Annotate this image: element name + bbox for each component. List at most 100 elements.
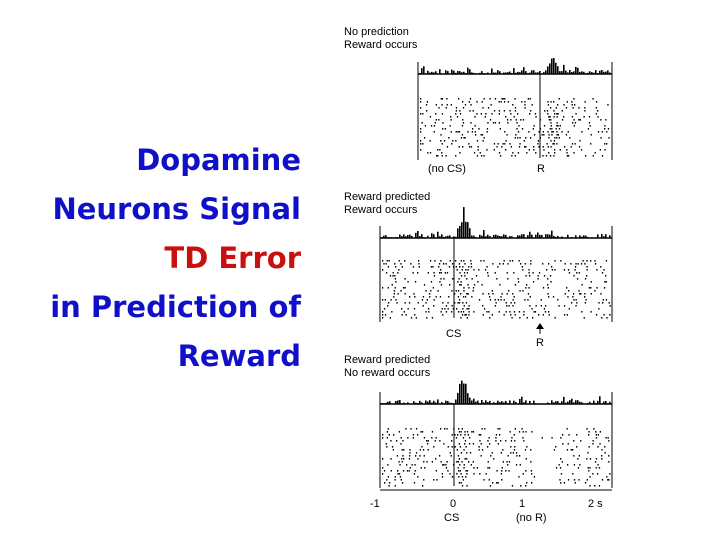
spike-dot — [470, 146, 473, 148]
spike-dot — [382, 437, 384, 439]
spike-dot — [385, 272, 388, 274]
spike-dot — [538, 131, 540, 133]
spike-dot — [506, 305, 508, 307]
spike-dot — [455, 266, 457, 268]
spike-dot — [530, 137, 532, 139]
spike-dot — [443, 140, 446, 142]
spike-dot — [476, 101, 478, 103]
spike-dot — [397, 470, 399, 472]
spike-dot — [585, 299, 587, 301]
spike-dot — [383, 470, 386, 472]
spike-dot — [392, 449, 394, 451]
spike-dot — [607, 104, 609, 106]
spike-dot — [592, 473, 594, 475]
spike-dot — [561, 119, 564, 121]
spike-dot — [478, 434, 480, 436]
spike-dot — [566, 428, 568, 430]
spike-dot — [464, 296, 467, 298]
spike-dot — [388, 260, 390, 262]
spike-dot — [592, 443, 594, 445]
spike-dot — [455, 260, 457, 262]
spike-dot — [509, 143, 511, 145]
spike-dot — [466, 470, 469, 472]
spike-dot — [571, 116, 574, 118]
spike-dot — [530, 263, 532, 265]
spike-dot — [472, 431, 475, 433]
panel-reward-predicted-occurs: Reward predicted Reward occurs CS R — [344, 191, 613, 349]
spike-dot — [424, 125, 427, 127]
spike-dot — [418, 263, 420, 265]
spike-dot — [587, 452, 589, 454]
spike-dot — [595, 113, 597, 115]
spike-dot — [442, 302, 444, 304]
spike-dot — [455, 140, 457, 142]
spike-dot — [458, 131, 461, 133]
spike-dot — [595, 431, 597, 433]
spike-dot — [553, 143, 555, 145]
spike-dot — [539, 137, 541, 139]
spike-dot — [439, 149, 441, 151]
spike-dot — [423, 437, 426, 439]
spike-dot — [486, 131, 488, 133]
spike-dot — [386, 446, 388, 448]
spike-dot — [534, 311, 537, 313]
spike-dot — [513, 116, 515, 118]
spike-dot — [515, 464, 518, 466]
spike-dot — [566, 287, 568, 289]
spike-dot — [497, 443, 499, 445]
spike-dot — [606, 131, 608, 133]
spike-dot — [426, 461, 428, 463]
spike-dot — [451, 305, 453, 307]
spike-dot — [572, 293, 575, 295]
spike-dot — [440, 428, 442, 430]
spike-dot — [497, 143, 499, 145]
spike-dot — [588, 446, 590, 448]
spike-dot — [490, 104, 492, 106]
spike-dot — [530, 470, 532, 472]
spike-dot — [571, 104, 573, 106]
spike-dot — [459, 284, 461, 286]
spike-dot — [473, 269, 475, 271]
spike-dot — [435, 296, 437, 298]
spike-dot — [488, 443, 491, 445]
spike-dot — [548, 263, 550, 265]
spike-dot — [548, 152, 550, 154]
spike-dot — [508, 461, 511, 463]
spike-dot — [524, 104, 526, 106]
spike-dot — [384, 314, 387, 316]
spike-dot — [550, 146, 552, 148]
spike-dot — [451, 263, 454, 265]
spike-dot — [406, 464, 408, 466]
spike-dot — [542, 287, 545, 289]
spike-dot — [566, 449, 569, 451]
spike-dot — [517, 281, 520, 283]
spike-dot — [418, 266, 420, 268]
spike-dot — [440, 278, 442, 280]
spike-dot — [415, 452, 418, 454]
spike-dot — [501, 293, 503, 295]
spike-dot — [417, 272, 419, 274]
spike-dot — [530, 260, 532, 262]
spike-dot — [496, 278, 498, 280]
spike-dot — [486, 149, 488, 151]
spike-dot — [574, 122, 577, 124]
spike-dot — [546, 269, 548, 271]
spike-dot — [483, 260, 485, 262]
spike-dot — [547, 287, 549, 289]
spike-dot — [441, 98, 444, 100]
spike-dot — [443, 263, 445, 265]
spike-dot — [434, 440, 436, 442]
spike-dot — [576, 278, 579, 280]
spike-dot — [567, 296, 569, 298]
spike-dot — [509, 110, 511, 112]
spike-dot — [501, 467, 503, 469]
spike-dot — [427, 152, 429, 154]
spike-dot — [558, 98, 560, 100]
spike-dot — [507, 278, 509, 280]
spike-dot — [500, 473, 502, 475]
spike-dot — [462, 107, 465, 109]
spike-dot — [466, 308, 468, 310]
spike-dot — [484, 116, 486, 118]
spike-dot — [445, 263, 447, 265]
spike-dot — [553, 140, 556, 142]
